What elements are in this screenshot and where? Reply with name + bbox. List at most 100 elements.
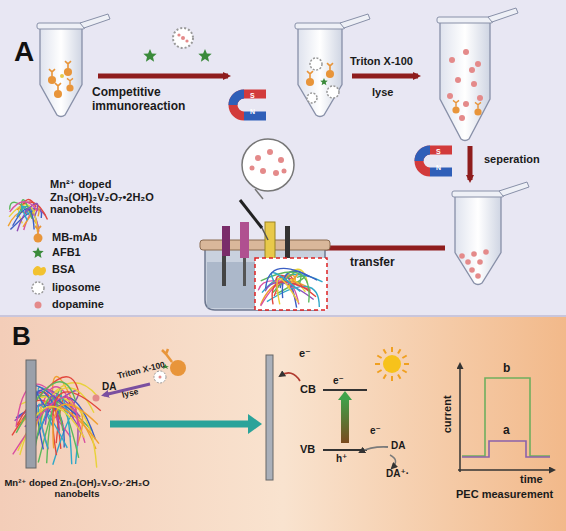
mb-mab — [474, 108, 481, 115]
nanobelt — [267, 286, 319, 307]
dopamine-dot — [465, 259, 471, 265]
sun-ray — [375, 363, 380, 365]
antibody — [35, 226, 41, 234]
dopamine-dot — [471, 81, 477, 87]
afb1-star — [198, 49, 211, 62]
sun-ray — [384, 349, 387, 353]
step-label: seperation — [484, 153, 540, 166]
antibody — [307, 71, 313, 78]
nanobelt — [53, 392, 101, 455]
liposome — [32, 282, 44, 294]
tube — [40, 28, 82, 117]
sun-ray — [398, 349, 401, 353]
tube-rim — [295, 23, 345, 29]
tube-lid — [340, 14, 370, 28]
sun-ray — [404, 363, 409, 365]
chart-caption: PEC measurement — [456, 488, 553, 501]
sun-ray — [384, 374, 387, 378]
mb-mab — [452, 106, 459, 113]
tube-rim — [437, 17, 493, 23]
step-label: Triton X-100 — [350, 55, 413, 68]
step-label: transfer — [350, 256, 395, 270]
antibody — [475, 102, 481, 108]
antibody — [453, 100, 459, 106]
bsa-blob — [33, 266, 46, 276]
antibody — [65, 61, 71, 68]
species-label: DA — [391, 440, 405, 452]
dopamine-dot — [477, 95, 483, 101]
antibody — [55, 83, 61, 90]
antibody — [49, 69, 55, 76]
sun-ray — [391, 376, 393, 381]
dopamine-dot — [483, 249, 489, 255]
tube-rim — [37, 23, 85, 29]
legend-text: AFB1 — [52, 246, 81, 259]
nanobelt — [266, 268, 317, 288]
dopamine-dot — [459, 253, 465, 259]
afb1-star — [32, 247, 43, 258]
nanobelt — [9, 205, 37, 232]
dopamine-dot — [449, 57, 455, 63]
panel-letter: B — [12, 322, 31, 352]
nanobelt — [53, 404, 98, 448]
dopamine-dot — [469, 267, 475, 273]
electron-label: e⁻ — [333, 375, 344, 387]
step-label: lyse — [372, 86, 393, 99]
dopamine-dot — [463, 101, 469, 107]
sun-ray — [377, 356, 381, 359]
dopamine-dot — [463, 49, 469, 55]
magnet-pole: N — [436, 164, 441, 172]
legend-text: Mn²⁺ doped Zn₃(OH)₂V₂O₇•2H₂O nanobelts — [50, 178, 168, 216]
tube-lid — [80, 14, 110, 28]
sun-ray — [398, 374, 401, 378]
axis-label: current — [441, 395, 454, 433]
dopamine-dot — [471, 251, 477, 257]
band-label: VB — [300, 443, 315, 456]
nanobelt — [16, 382, 75, 433]
magnet-pole: S — [436, 148, 441, 156]
tube-lid — [488, 8, 518, 22]
dopamine-dot — [475, 61, 481, 67]
tube-rim — [452, 191, 504, 197]
sun-ray — [402, 370, 406, 373]
mb-mab — [66, 84, 73, 91]
mb-mab — [306, 78, 314, 86]
dopamine-dot — [35, 302, 42, 309]
step-label: Competitive immunoreaction — [92, 86, 242, 114]
curve-label: b — [503, 362, 510, 376]
tube — [440, 22, 490, 141]
antibody — [67, 78, 73, 84]
mb-mab — [326, 70, 334, 78]
dopamine-dot — [455, 77, 461, 83]
hole-label: h⁺ — [336, 453, 347, 465]
tube — [455, 196, 501, 285]
panel-letter: A — [14, 36, 34, 68]
tube-lid — [499, 182, 529, 196]
legend-text: BSA — [52, 263, 75, 276]
electrode-label: Mn²⁺ doped Zn₃(OH)₂V₂O₇·2H₂O nanobelts — [2, 478, 152, 500]
dopamine-dot — [469, 67, 475, 73]
magnet-pole: S — [250, 92, 255, 100]
liposome — [307, 93, 317, 103]
nanobelt — [10, 202, 38, 212]
nanobelt — [261, 272, 309, 303]
electron-label: e⁻ — [299, 347, 311, 360]
species-label: DA⁺· — [386, 468, 409, 480]
species-label: DA — [102, 381, 116, 393]
mb-mab — [54, 90, 62, 98]
dopamine-dot — [447, 93, 453, 99]
curve-label: a — [503, 424, 510, 438]
nanobelt — [277, 278, 299, 304]
legend-text: MB-mAb — [52, 231, 97, 244]
nanobelt — [22, 206, 29, 220]
dopamine-dot — [475, 273, 481, 279]
liposome — [310, 58, 322, 70]
sun-ray — [391, 347, 393, 352]
axis-label: time — [520, 473, 543, 486]
liposome — [327, 86, 339, 98]
legend-text: liposome — [52, 281, 100, 294]
sun-ray — [377, 370, 381, 373]
mb-mab — [48, 76, 56, 84]
magnet-pole: N — [250, 108, 255, 116]
